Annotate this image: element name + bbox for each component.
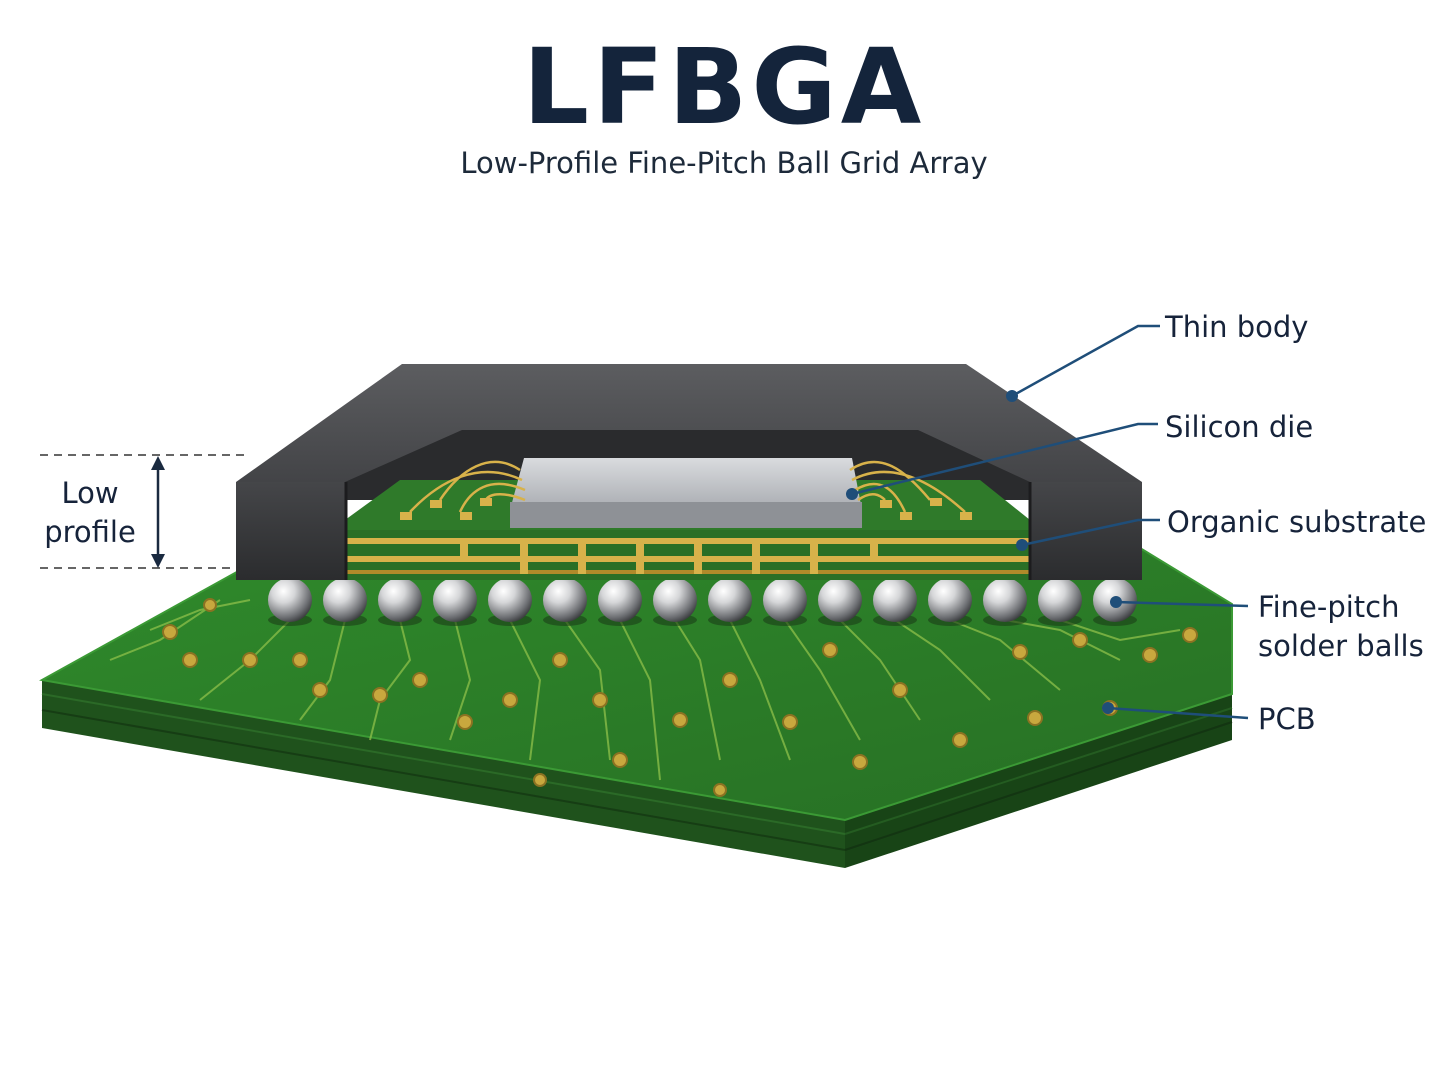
package-body bbox=[236, 364, 1142, 580]
leader-dots bbox=[846, 390, 1122, 714]
solder-ball bbox=[763, 578, 807, 622]
solder-ball bbox=[433, 578, 477, 622]
bond-wires bbox=[409, 460, 966, 513]
label-low-profile: Low profile bbox=[44, 474, 136, 551]
mold-left-wall bbox=[236, 482, 346, 580]
label-silicon-die: Silicon die bbox=[1165, 410, 1314, 444]
label-organic-substrate: Organic substrate bbox=[1167, 505, 1427, 539]
solder-ball bbox=[873, 578, 917, 622]
solder-ball bbox=[378, 578, 422, 622]
solder-ball-row bbox=[268, 578, 1137, 626]
pcb-traces bbox=[109, 599, 1181, 781]
label-thin-body: Thin body bbox=[1165, 310, 1309, 344]
pcb-vias bbox=[162, 583, 1198, 797]
label-solder-balls-line1: Fine-pitch bbox=[1258, 590, 1400, 624]
label-solder-balls-line2: solder balls bbox=[1258, 628, 1424, 663]
solder-ball bbox=[818, 578, 862, 622]
solder-ball bbox=[268, 578, 312, 622]
leader-pcb bbox=[1107, 706, 1249, 720]
label-pcb: PCB bbox=[1258, 702, 1316, 736]
solder-ball bbox=[928, 578, 972, 622]
leader-silicon-die bbox=[851, 422, 1158, 496]
solder-ball bbox=[488, 578, 532, 622]
label-fine-pitch-solder-balls: Fine-pitch solder balls bbox=[1258, 588, 1424, 665]
solder-ball bbox=[323, 578, 367, 622]
arrow-up-icon bbox=[151, 456, 165, 470]
silicon-die bbox=[510, 458, 862, 528]
solder-ball bbox=[543, 578, 587, 622]
page-title: LFBGA bbox=[522, 26, 926, 148]
solder-ball bbox=[708, 578, 752, 622]
pcb-side-left bbox=[42, 680, 845, 868]
pcb-side-right bbox=[845, 694, 1232, 868]
low-profile-dimension bbox=[40, 454, 248, 569]
solder-ball bbox=[653, 578, 697, 622]
leader-thin-body bbox=[1011, 324, 1160, 398]
solder-ball bbox=[983, 578, 1027, 622]
solder-ball bbox=[1038, 578, 1082, 622]
solder-ball bbox=[598, 578, 642, 622]
leader-organic-substrate bbox=[1021, 518, 1160, 547]
leader-solder-balls bbox=[1115, 600, 1249, 608]
page-subtitle: Low-Profile Fine-Pitch Ball Grid Array bbox=[460, 146, 988, 180]
arrow-down-icon bbox=[151, 554, 165, 568]
leader-lines bbox=[851, 324, 1249, 720]
label-low-profile-line2: profile bbox=[44, 514, 136, 549]
label-low-profile-line1: Low bbox=[61, 476, 119, 510]
